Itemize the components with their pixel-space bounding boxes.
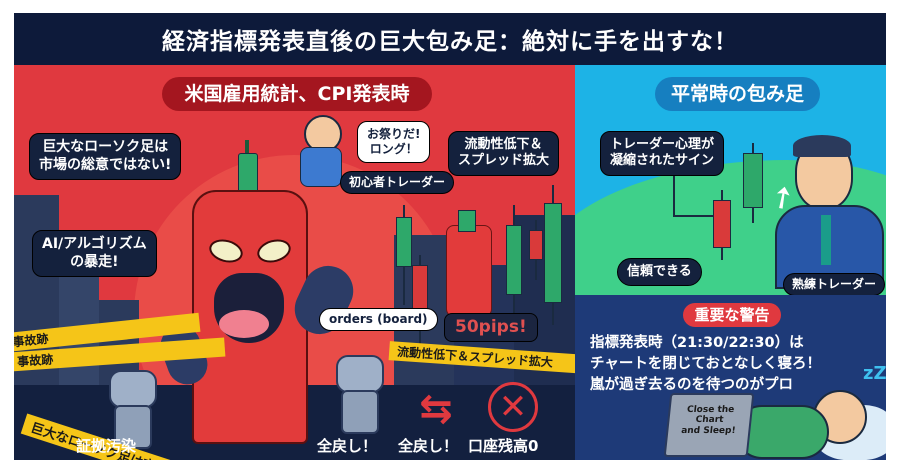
- title-bar: 経済指標発表直後の巨大包み足：絶対に手を出すな！: [14, 13, 886, 65]
- candle: [529, 220, 543, 280]
- label-evidence-contamination: 証拠汚染: [76, 437, 137, 455]
- label-account-balance-zero: 口座残高0: [468, 437, 539, 455]
- bubble-orders-board: orders (board): [319, 308, 438, 331]
- left-header-text: 米国雇用統計、CPI発表時: [184, 83, 410, 105]
- badge-50pips: 50pips!: [444, 313, 538, 343]
- left-panel-indicator-release: 米国雇用統計、CPI発表時: [14, 65, 575, 460]
- reverse-arrows-icon: ⇆: [419, 386, 453, 432]
- beginner-trader-figure: [304, 115, 342, 153]
- candle: [412, 255, 428, 345]
- bubble-beginner-speech: お祭りだ! ロング！: [357, 121, 431, 163]
- bullish-candle: [743, 143, 763, 223]
- candle: [544, 185, 562, 325]
- bubble-ai-algorithm: AI/アルゴリズム の暴走!: [32, 230, 157, 277]
- beginner-trader-body: [300, 147, 342, 187]
- connector-line: [673, 175, 675, 215]
- sleep-zz-icon: zZ: [863, 363, 886, 384]
- right-panel-normal-engulfing: 平常時の包み足 ➚ トレーダー心理が 凝縮されたサイン 信頼できる 熟練トレーダ…: [575, 65, 886, 460]
- label-full-reversal: 全戻し！: [317, 437, 378, 455]
- warning-line-3: 嵐が過ぎ去るのを待つのがプロ: [590, 377, 793, 393]
- label-full-reversal: 全戻し！: [398, 437, 459, 455]
- expert-trader-hair: [793, 135, 851, 157]
- bubble-reliable: 信頼できる: [617, 258, 702, 287]
- bubble-trader-psychology: トレーダー心理が 凝縮されたサイン: [600, 131, 725, 176]
- infographic: 経済指標発表直後の巨大包み足：絶対に手を出すな！ 米国雇用統計、CPI発表時: [14, 13, 886, 460]
- bubble-liquidity: 流動性低下＆ スプレッド拡大: [448, 131, 560, 176]
- robot-icon: [336, 355, 384, 393]
- right-header: 平常時の包み足: [655, 77, 820, 111]
- no-money-icon: ✕: [488, 382, 538, 432]
- small-candle-top: [458, 210, 476, 232]
- warning-line-2: チャートを閉じておとなしく寝ろ！: [590, 356, 821, 372]
- right-header-text: 平常時の包み足: [670, 83, 804, 105]
- warning-title-badge: 重要な警告: [683, 303, 781, 327]
- robot-icon: [109, 370, 157, 408]
- warning-title: 重要な警告: [694, 306, 770, 324]
- giant-candle-wick: [245, 140, 249, 165]
- robot-body: [341, 390, 379, 434]
- bearish-candle: [713, 190, 731, 260]
- monster-tongue: [219, 310, 269, 338]
- left-header: 米国雇用統計、CPI発表時: [162, 77, 432, 111]
- candle: [396, 205, 412, 305]
- label-beginner-trader: 初心者トレーダー: [340, 171, 455, 194]
- connector-line: [673, 215, 723, 217]
- bubble-big-candle: 巨大なローソク足は 市場の総意ではない!: [29, 133, 182, 180]
- warning-line-1: 指標発表時（21:30/22:30）は: [590, 335, 804, 351]
- candle: [506, 205, 522, 315]
- laptop-icon: Close the Chart and Sleep!: [663, 393, 755, 457]
- expert-trader-tie: [821, 215, 831, 265]
- small-angry-candle: [446, 225, 492, 317]
- warning-section: 重要な警告 指標発表時（21:30/22:30）は チャートを閉じておとなしく寝…: [575, 295, 886, 460]
- laptop-screen-text: Close the Chart and Sleep!: [680, 405, 737, 436]
- label-expert-trader: 熟練トレーダー: [783, 273, 886, 296]
- page-title: 経済指標発表直後の巨大包み足：絶対に手を出すな！: [162, 29, 738, 55]
